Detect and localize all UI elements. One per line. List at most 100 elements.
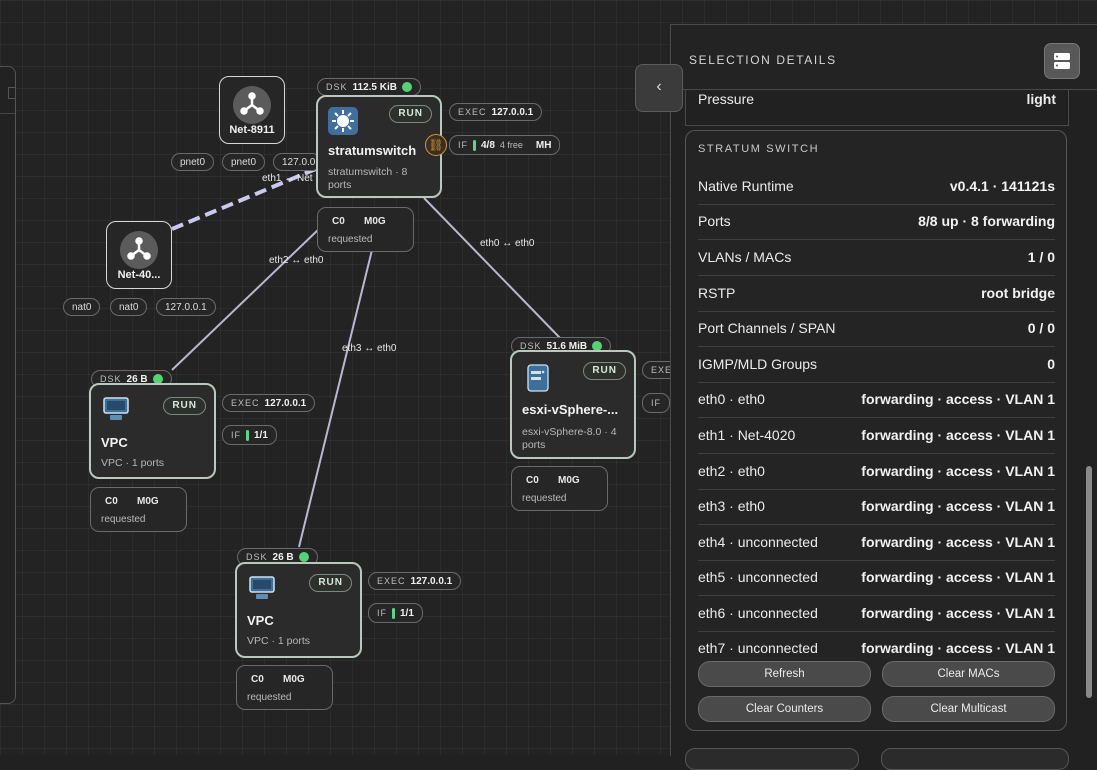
link-chain-icon[interactable]: ⛓	[425, 134, 447, 156]
stratum-resources: C0 M0G requested	[317, 207, 414, 252]
link-dashed-net4020[interactable]	[171, 166, 319, 231]
row-value: forwarding · access · VLAN 1	[861, 498, 1055, 514]
exec-key: EXEC	[458, 107, 487, 117]
row-label: eth2 · eth0	[698, 463, 765, 479]
link-eth2[interactable]	[171, 227, 321, 371]
disk-key: DSK	[326, 82, 348, 92]
clear-macs-button[interactable]: Clear MACs	[882, 661, 1055, 687]
pill-text: nat0	[72, 301, 92, 313]
nat-pill-2: nat0	[110, 298, 148, 316]
network-node-label: Net-8911	[229, 124, 275, 136]
computer-icon	[101, 395, 131, 425]
collapse-panel-button[interactable]: ‹	[635, 64, 683, 112]
if-value: 1/1	[400, 607, 414, 619]
left-panel-edge	[0, 66, 16, 704]
network-node-net8911[interactable]: Net-8911	[219, 76, 285, 144]
clear-counters-button[interactable]: Clear Counters	[698, 696, 871, 722]
disk-value: 112.5 KiB	[352, 81, 397, 93]
if-free: 4 free	[499, 140, 523, 150]
link-eth3[interactable]	[298, 249, 373, 548]
row-value: forwarding · access · VLAN 1	[861, 427, 1055, 443]
status-dot	[152, 374, 163, 384]
edge-label-eth2: eth2 ↔ eth0	[269, 255, 324, 266]
exec-value: 127.0.0.1	[491, 106, 534, 118]
pnet-pill-2: pnet0	[222, 153, 266, 171]
pressure-value: light	[1026, 91, 1056, 107]
mem-value: M0G	[283, 674, 305, 685]
row-label: eth5 · unconnected	[698, 569, 818, 585]
row-label: IGMP/MLD Groups	[698, 356, 818, 372]
vpc1-resources: C0 M0G requested	[90, 487, 187, 532]
computer-icon	[247, 574, 277, 604]
node-subtitle: esxi-vSphere-8.0 · 4 ports	[522, 426, 617, 451]
pressure-row: Pressure light	[685, 90, 1069, 126]
pnet-pill-1: pnet0	[171, 153, 215, 171]
vpc-node-1[interactable]: RUN VPC VPC · 1 ports	[89, 383, 216, 479]
run-status-badge: RUN	[309, 574, 352, 592]
if-mh: MH	[535, 139, 552, 151]
exec-value: 127.0.0.1	[264, 397, 307, 409]
row-label: eth7 · unconnected	[698, 640, 818, 656]
esxi-node[interactable]: RUN esxi-vSphere-... esxi-vSphere-8.0 · …	[510, 350, 636, 459]
pill-text: 127.0.0	[282, 156, 316, 168]
server-stack-icon[interactable]	[1044, 43, 1080, 79]
row-value: 0	[1047, 356, 1055, 372]
network-hub-icon	[120, 231, 158, 269]
row-value: forwarding · access · VLAN 1	[861, 534, 1055, 550]
stratumswitch-node[interactable]: RUN stratumswitch stratumswitch · 8 port…	[316, 95, 442, 198]
port-row: eth7 · unconnected forwarding · access · …	[698, 631, 1055, 666]
link-eth0[interactable]	[423, 197, 561, 339]
if-key: IF	[651, 398, 661, 408]
row-label: eth0 · eth0	[698, 391, 765, 407]
if-usage-bar	[473, 139, 476, 151]
selection-details-panel: SELECTION DETAILS Pressure light STRATUM…	[670, 24, 1097, 770]
row-label: VLANs / MACs	[698, 249, 792, 265]
nat-pill-1: nat0	[63, 298, 101, 316]
row-label: Ports	[698, 213, 731, 229]
panel-header: SELECTION DETAILS	[671, 25, 1097, 90]
pill-text: nat0	[119, 301, 139, 313]
next-section-button-left[interactable]	[685, 748, 859, 770]
exec-key: EXEC	[377, 576, 406, 586]
nat-ip-pill: 127.0.0.1	[156, 298, 216, 316]
panel-title: SELECTION DETAILS	[689, 53, 837, 67]
resource-requested: requested	[101, 514, 146, 525]
pill-text: pnet0	[231, 156, 257, 168]
row-value: forwarding · access · VLAN 1	[861, 640, 1055, 656]
exec-key: EXE	[651, 365, 673, 375]
row-label: eth6 · unconnected	[698, 605, 818, 621]
vpc1-if-pill: IF 1/1	[222, 425, 277, 445]
next-section-button-right[interactable]	[881, 748, 1069, 770]
if-usage-bar	[246, 429, 249, 441]
left-panel-tab	[8, 87, 15, 99]
edge-label-eth1: eth1 ↔ Net	[262, 173, 313, 184]
edge-label-eth0: eth0 ↔ eth0	[480, 238, 535, 249]
panel-scrollbar[interactable]	[1086, 466, 1092, 698]
node-subtitle: stratumswitch · 8 ports	[328, 166, 408, 191]
vpc-node-2[interactable]: RUN VPC VPC · 1 ports	[235, 562, 362, 658]
network-node-net4020[interactable]: Net-40...	[106, 221, 172, 289]
row-value: forwarding · access · VLAN 1	[861, 463, 1055, 479]
mem-value: M0G	[137, 496, 159, 507]
resource-requested: requested	[522, 493, 567, 504]
pressure-label: Pressure	[698, 91, 755, 107]
disk-key: DSK	[246, 552, 268, 562]
run-status-badge: RUN	[163, 397, 206, 415]
refresh-button[interactable]: Refresh	[698, 661, 871, 687]
pill-text: 127.0.0.1	[165, 301, 207, 313]
cpu-value: C0	[251, 674, 264, 685]
detail-row: IGMP/MLD Groups 0	[698, 347, 1055, 383]
clear-multicast-button[interactable]: Clear Multicast	[882, 696, 1055, 722]
disk-key: DSK	[100, 374, 122, 384]
